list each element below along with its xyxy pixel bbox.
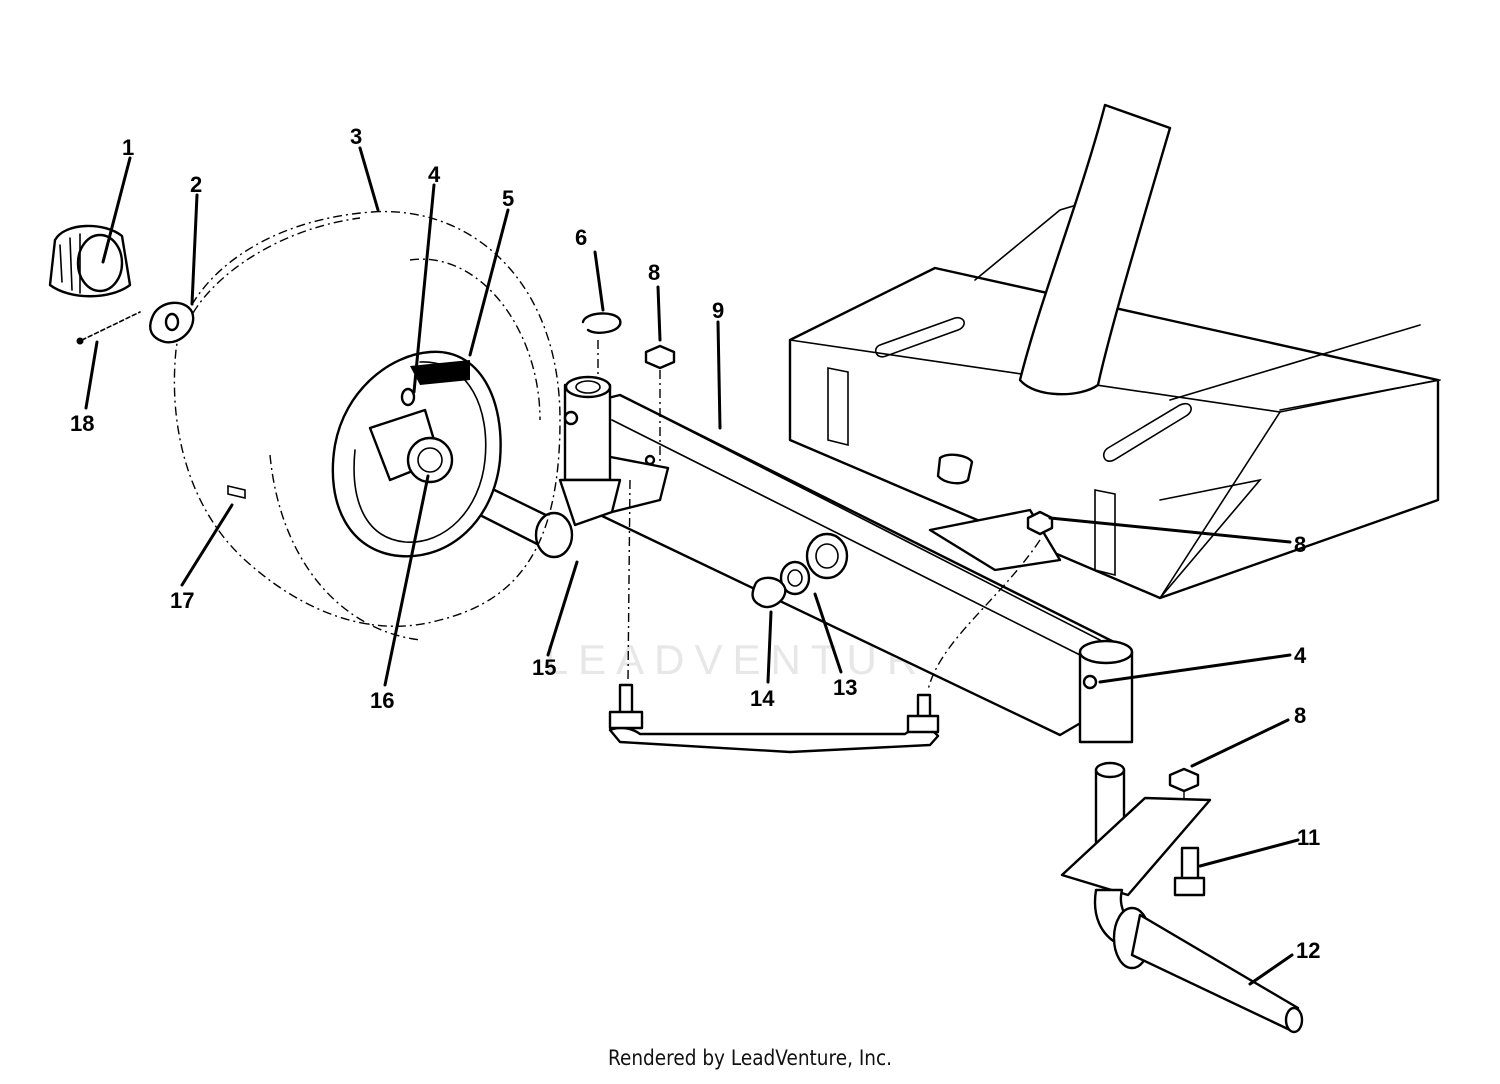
callout-4-hub: 4 [428, 162, 441, 187]
callout-9: 9 [712, 298, 724, 323]
callout-5: 5 [502, 186, 514, 211]
callout-17: 17 [170, 588, 194, 613]
callout-8-frame: 8 [1294, 532, 1306, 557]
tie-rod [608, 683, 940, 754]
callout-8-top: 8 [648, 260, 660, 285]
wheel [173, 210, 561, 641]
small-parts [581, 312, 1200, 808]
callout-3: 3 [350, 124, 362, 149]
spindle-right [1060, 639, 1304, 1034]
callout-13: 13 [833, 675, 857, 700]
callouts: 1 2 3 4 5 6 8 9 18 8 17 15 16 14 13 4 8 … [70, 124, 1320, 963]
callout-11: 11 [1297, 825, 1320, 850]
callout-8-knuckle: 8 [1294, 703, 1306, 728]
callout-1: 1 [122, 135, 134, 160]
callout-6: 6 [575, 225, 587, 250]
callout-2: 2 [190, 172, 202, 197]
callout-18: 18 [70, 411, 94, 436]
hub-cap [48, 224, 195, 345]
callout-4-spindle: 4 [1294, 643, 1307, 668]
footer-credit: Rendered by LeadVenture, Inc. [607, 1046, 893, 1070]
callout-16: 16 [370, 688, 394, 713]
callout-14: 14 [750, 686, 775, 711]
callout-12: 12 [1296, 938, 1320, 963]
beam-hardware [751, 532, 849, 609]
frame [788, 103, 1441, 600]
leader-lines [84, 146, 1300, 986]
callout-15: 15 [532, 655, 556, 680]
